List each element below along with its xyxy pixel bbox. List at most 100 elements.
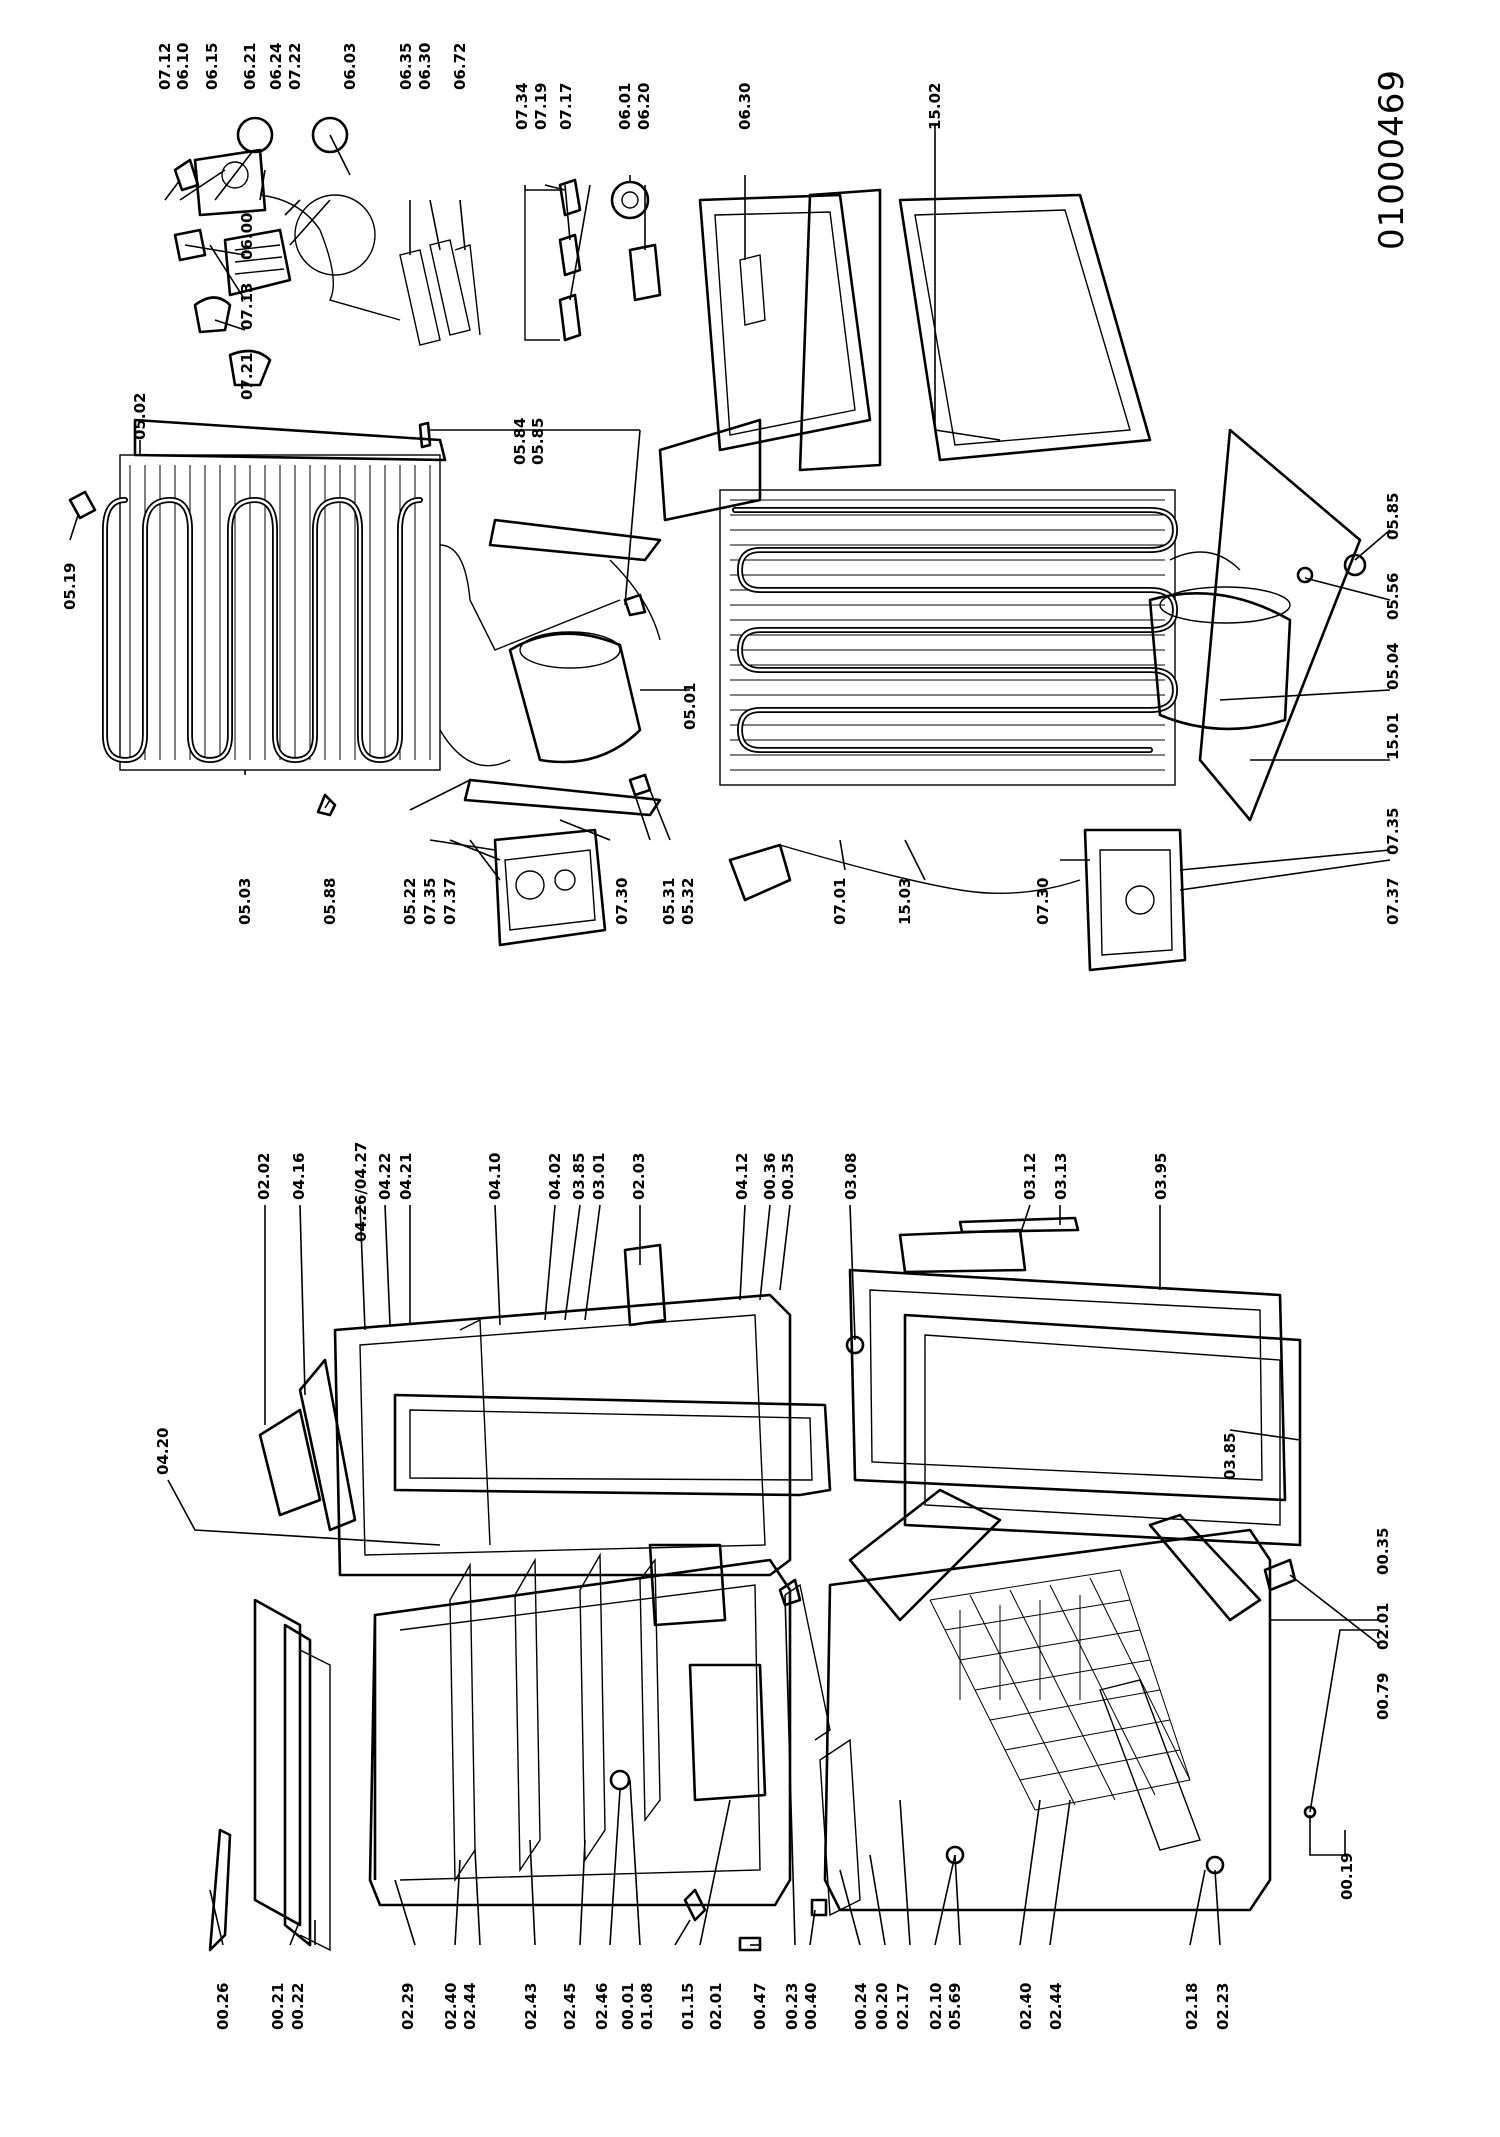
part-label: 15.02 <box>926 83 944 130</box>
part-label: 02.23 <box>1214 1983 1232 2030</box>
part-label: 07.22 <box>286 43 304 90</box>
part-label: 05.31 <box>660 878 678 925</box>
part-label: 05.19 <box>61 563 79 610</box>
lower-door <box>848 1268 1287 1502</box>
part-label: 07.21 <box>238 353 256 400</box>
part-label: 07.30 <box>613 878 631 925</box>
part-label: 06.10 <box>174 43 192 90</box>
part-label: 06.20 <box>635 83 653 130</box>
thermostat-housing <box>193 148 267 217</box>
compressor-2 <box>1148 592 1292 731</box>
part-label: 05.01 <box>681 683 699 730</box>
part-label: 07.19 <box>532 83 550 130</box>
part-label: 03.85 <box>1221 1433 1239 1480</box>
condenser-rear <box>719 489 1176 786</box>
part-label: 06.24 <box>267 43 285 90</box>
part-label: 00.22 <box>289 1983 307 2030</box>
part-label: 00.26 <box>214 1983 232 2030</box>
part-label: 03.13 <box>1052 1153 1070 1200</box>
part-label: 07.17 <box>557 83 575 130</box>
part-label: 04.21 <box>397 1153 415 1200</box>
part-label: 07.12 <box>156 43 174 90</box>
part-label: 06.01 <box>616 83 634 130</box>
base-plate <box>1198 428 1362 822</box>
part-label: 00.40 <box>802 1983 820 2030</box>
part-label: 05.85 <box>1384 493 1402 540</box>
part-label: 04.12 <box>733 1153 751 1200</box>
door-gasket <box>393 1393 832 1497</box>
part-label: 02.17 <box>894 1983 912 2030</box>
part-label: 02.29 <box>399 1983 417 2030</box>
shelf-rail <box>208 1828 232 1952</box>
thermostat-knob <box>236 116 274 154</box>
part-label: 06.15 <box>203 43 221 90</box>
part-labels: 00.26 00.21 00.22 02.29 02.40 02.44 02.4… <box>61 43 1402 2030</box>
part-label: 07.37 <box>441 878 459 925</box>
lower-door-gasket <box>903 1313 1302 1547</box>
relay-box-2 <box>1083 828 1187 972</box>
part-label: 07.01 <box>831 878 849 925</box>
part-label: 02.40 <box>442 1983 460 2030</box>
part-label: 06.30 <box>736 83 754 130</box>
part-label: 04.16 <box>290 1153 308 1200</box>
wire-basket <box>929 1569 1191 1811</box>
lamp-bulb <box>228 349 272 387</box>
crisper-box <box>688 1663 767 1802</box>
part-label: 07.35 <box>1384 808 1402 855</box>
knob-part <box>609 1769 631 1791</box>
part-label: 04.20 <box>154 1428 172 1475</box>
part-label: 05.69 <box>946 1983 964 2030</box>
part-label: 00.20 <box>873 1983 891 2030</box>
dial <box>311 116 349 154</box>
evaporator <box>698 193 872 452</box>
door-assembly <box>258 1216 1302 1577</box>
part-label: 01.15 <box>679 1983 697 2030</box>
part-label: 01.08 <box>638 1983 656 2030</box>
sensor-tube <box>399 249 441 346</box>
part-label: 00.01 <box>619 1983 637 2030</box>
part-label: 02.45 <box>561 1983 579 2030</box>
part-label: 06.72 <box>451 43 469 90</box>
control-knob <box>610 180 650 220</box>
part-label: 03.08 <box>842 1153 860 1200</box>
part-label: 00.79 <box>1374 1673 1392 1720</box>
part-label: 03.01 <box>590 1153 608 1200</box>
part-label: 07.13 <box>238 283 256 330</box>
part-label: 05.88 <box>321 878 339 925</box>
part-label: 02.02 <box>255 1153 273 1200</box>
part-label: 05.56 <box>1384 573 1402 620</box>
part-label: 02.40 <box>1017 1983 1035 2030</box>
part-label: 02.43 <box>522 1983 540 2030</box>
part-label: 02.03 <box>630 1153 648 1200</box>
part-label: 02.44 <box>1047 1983 1065 2030</box>
part-label: 04.10 <box>486 1153 504 1200</box>
part-label: 06.35 <box>397 43 415 90</box>
relay-box <box>493 828 607 947</box>
lamp-socket <box>193 296 232 334</box>
part-label: 15.03 <box>896 878 914 925</box>
part-label: 15.01 <box>1384 713 1402 760</box>
document-number: 01000469 <box>1372 69 1412 250</box>
part-label: 06.30 <box>416 43 434 90</box>
part-label: 03.85 <box>570 1153 588 1200</box>
part-label: 07.30 <box>1034 878 1052 925</box>
part-label: 02.46 <box>593 1983 611 2030</box>
part-label: 07.34 <box>513 83 531 130</box>
part-label: 00.35 <box>1374 1528 1392 1575</box>
door-handle <box>898 1228 1027 1274</box>
evaporator-2 <box>798 188 882 472</box>
part-label: 05.22 <box>401 878 419 925</box>
part-label: 06.00 <box>238 213 256 260</box>
cooling-system <box>68 116 1367 972</box>
part-label: 00.21 <box>269 1983 287 2030</box>
part-label: 07.37 <box>1384 878 1402 925</box>
part-label: 02.18 <box>1183 1983 1201 2030</box>
part-label: 02.10 <box>927 1983 945 2030</box>
part-label: 04.26/04.27 <box>352 1142 370 1242</box>
part-label: 05.03 <box>236 878 254 925</box>
part-label: 05.85 <box>529 418 547 465</box>
part-label: 02.01 <box>1374 1603 1392 1650</box>
fridge-cabinet <box>368 1558 792 1907</box>
part-label: 00.36 <box>761 1153 779 1200</box>
